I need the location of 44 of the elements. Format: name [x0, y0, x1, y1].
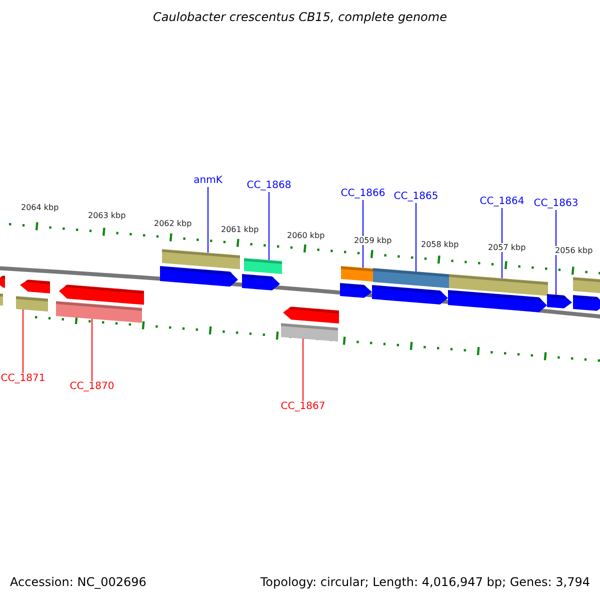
- gene-label: CC_1867: [280, 401, 326, 413]
- gene-bar: [281, 323, 338, 342]
- gene-label: CC_1866: [340, 188, 386, 200]
- gene-feature: [0, 276, 5, 288]
- gene-bar: [373, 268, 449, 288]
- gene-label: CC_1870: [70, 381, 114, 393]
- scale-label: 2058 kbp: [420, 240, 460, 249]
- gene-label: CC_1864: [480, 196, 524, 208]
- title: Caulobacter crescentus CB15, complete genome: [152, 10, 448, 24]
- gene-bar: [0, 293, 3, 306]
- gene-label: CC_1863: [534, 198, 578, 210]
- gene-feature: [573, 295, 600, 311]
- scale-label: 2057 kbp: [487, 243, 527, 252]
- leader-line: [362, 200, 364, 268]
- gene-label: CC_1871: [0, 373, 46, 385]
- gene-label: anmK: [194, 175, 222, 187]
- gene-bar: [56, 301, 142, 323]
- scale-label: 2059 kbp: [353, 236, 393, 245]
- scale-label: 2063 kbp: [87, 211, 127, 220]
- scale-label: 2061 kbp: [220, 225, 260, 234]
- gene-label: CC_1868: [246, 180, 292, 192]
- accession-text: Accession: NC_002696: [10, 575, 146, 589]
- gene-bar: [16, 296, 48, 312]
- gene-feature: [242, 274, 280, 290]
- leader-line: [22, 309, 24, 374]
- gene-feature: [340, 283, 372, 298]
- gene-label: CC_1865: [394, 191, 438, 203]
- scale-label: 2060 kbp: [286, 231, 326, 240]
- gene-feature: [59, 284, 144, 305]
- gene-bar: [341, 266, 373, 282]
- gene-bar: [162, 249, 240, 270]
- genome-info-text: Topology: circular; Length: 4,016,947 bp; Genes: 3,794: [260, 575, 590, 589]
- gene-bar: [449, 274, 548, 296]
- scale-label: 2064 kbp: [20, 203, 60, 212]
- gene-feature: [160, 266, 238, 287]
- leader-line: [268, 192, 270, 260]
- gene-feature: [283, 306, 339, 324]
- gene-bar: [244, 258, 282, 274]
- gene-feature: [20, 280, 50, 294]
- gene-feature: [547, 294, 572, 308]
- gene-bar: [573, 277, 600, 294]
- scale-label: 2056 kbp: [554, 246, 594, 255]
- scale-label: 2062 kbp: [153, 219, 193, 228]
- leader-line: [302, 338, 304, 402]
